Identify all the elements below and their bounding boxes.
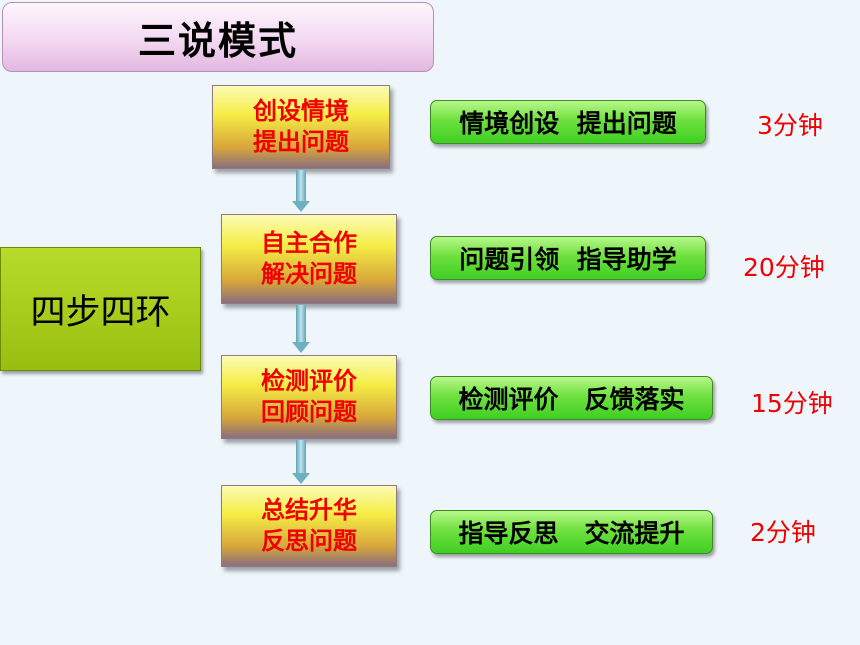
step-box-1: 创设情境 提出问题 bbox=[212, 85, 390, 169]
step-3-line-2: 回顾问题 bbox=[261, 398, 357, 426]
activity-pill-1: 情境创设 提出问题 bbox=[430, 100, 706, 144]
time-label-3: 15分钟 bbox=[751, 389, 833, 418]
activity-pill-3: 检测评价 反馈落实 bbox=[430, 376, 713, 420]
activity-pill-4: 指导反思 交流提升 bbox=[430, 510, 713, 554]
activity-4-label: 指导反思 交流提升 bbox=[458, 519, 685, 548]
step-1-line-1: 创设情境 bbox=[253, 96, 349, 125]
activity-pill-2: 问题引领 指导助学 bbox=[430, 236, 706, 280]
activity-2-label: 问题引领 指导助学 bbox=[459, 245, 677, 274]
activity-3-label: 检测评价 反馈落实 bbox=[458, 385, 685, 414]
title-box: 三说模式 bbox=[2, 2, 434, 72]
main-concept-box: 四步四环 bbox=[0, 247, 201, 371]
step-2-line-1: 自主合作 bbox=[261, 228, 357, 257]
down-arrow-icon bbox=[292, 170, 310, 212]
activity-1-label: 情境创设 提出问题 bbox=[459, 109, 677, 138]
down-arrow-icon bbox=[292, 440, 310, 484]
step-box-4: 总结升华 反思问题 bbox=[221, 485, 397, 567]
main-concept-label: 四步四环 bbox=[30, 292, 171, 333]
step-1-line-2: 提出问题 bbox=[253, 128, 349, 156]
step-4-line-1: 总结升华 bbox=[261, 495, 357, 524]
time-label-2: 20分钟 bbox=[743, 253, 825, 282]
down-arrow-icon bbox=[292, 305, 310, 353]
step-3-line-1: 检测评价 bbox=[261, 366, 357, 395]
time-label-4: 2分钟 bbox=[750, 518, 816, 547]
step-2-line-2: 解决问题 bbox=[261, 260, 357, 288]
time-label-1: 3分钟 bbox=[757, 111, 823, 140]
step-box-2: 自主合作 解决问题 bbox=[221, 214, 397, 304]
step-4-line-2: 反思问题 bbox=[261, 527, 357, 555]
page-title: 三说模式 bbox=[137, 18, 298, 63]
step-box-3: 检测评价 回顾问题 bbox=[221, 355, 397, 439]
